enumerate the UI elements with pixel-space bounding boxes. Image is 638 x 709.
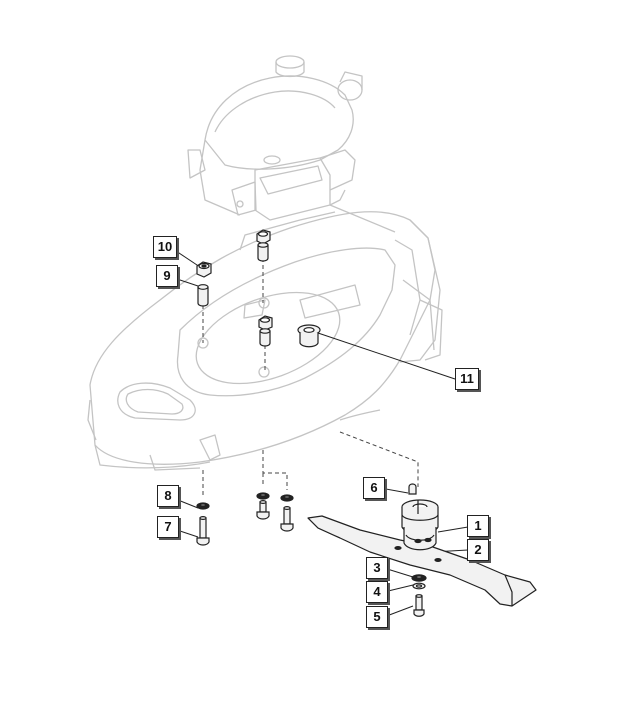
- part-6-key: [408, 483, 417, 495]
- part-5-blade-bolt: [413, 594, 425, 617]
- part-2-blade: [307, 515, 537, 607]
- part-8-washer: [196, 502, 210, 510]
- part-7-bolt: [196, 515, 210, 546]
- callout-10: 10: [153, 236, 177, 258]
- callout-8: 8: [157, 485, 179, 507]
- callout-5: 5: [366, 606, 388, 628]
- center-nut-upper: [256, 229, 271, 262]
- callout-2: 2: [467, 539, 489, 561]
- assembly-lines: [202, 258, 419, 497]
- callout-1: 1: [467, 515, 489, 537]
- callout-9: 9: [156, 265, 178, 287]
- center-nut-lower: [258, 315, 273, 347]
- center-washer-left: [256, 492, 270, 500]
- part-3-washer: [411, 574, 427, 582]
- callout-6: 6: [363, 477, 385, 499]
- part-11-bushing: [297, 324, 321, 348]
- ghost-engine: [187, 55, 363, 221]
- center-washer-right: [280, 494, 294, 502]
- callout-3: 3: [366, 557, 388, 579]
- part-9-spacer: [197, 284, 209, 307]
- center-bolt-right: [280, 506, 294, 532]
- center-bolt-left: [256, 500, 270, 520]
- callout-4: 4: [366, 581, 388, 603]
- part-1-blade-hub: [401, 499, 439, 551]
- part-10-nut: [196, 261, 212, 278]
- callout-11: 11: [455, 368, 479, 390]
- part-4-lock-washer: [412, 582, 426, 590]
- callout-7: 7: [157, 516, 179, 538]
- ghost-deck: [87, 204, 443, 471]
